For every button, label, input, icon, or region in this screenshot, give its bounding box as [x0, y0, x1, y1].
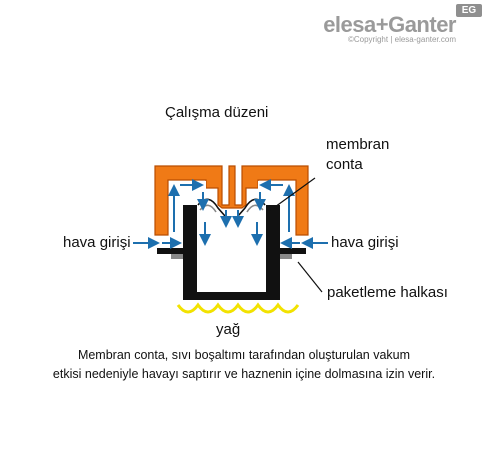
oil-label: yağ	[216, 321, 241, 338]
seal-ring-left	[171, 254, 183, 259]
copyright-text: ©Copyright | elesa-ganter.com	[347, 35, 456, 44]
membrane-label-line1: membran	[326, 136, 390, 153]
brand-badge: EG	[456, 4, 482, 17]
tank-plate-left	[157, 248, 185, 254]
air-inlet-right-label: hava girişi	[331, 234, 399, 251]
membrane-label-line2: conta	[326, 156, 363, 173]
diagram-title: Çalışma düzeni	[165, 104, 269, 121]
caption-line-1: Membran conta, sıvı boşaltımı tarafından…	[77, 348, 411, 362]
seal-ring-label: paketleme halkası	[327, 284, 448, 301]
membrane-leader-line	[267, 177, 316, 213]
air-inlet-left-label: hava girişi	[63, 234, 131, 251]
oil-wave	[176, 302, 300, 314]
seal-ring-right	[280, 254, 292, 259]
tank-plate-right	[278, 248, 306, 254]
caption-line-2: etkisi nedeniyle havayı saptırır ve hazn…	[52, 367, 436, 381]
seal-leader-line	[297, 261, 323, 293]
brand-logo: elesa+Ganter	[323, 12, 456, 37]
container-walls	[183, 205, 280, 300]
air-flow-arrows	[133, 179, 328, 249]
caption: Membran conta, sıvı boşaltımı tarafından…	[0, 346, 488, 384]
